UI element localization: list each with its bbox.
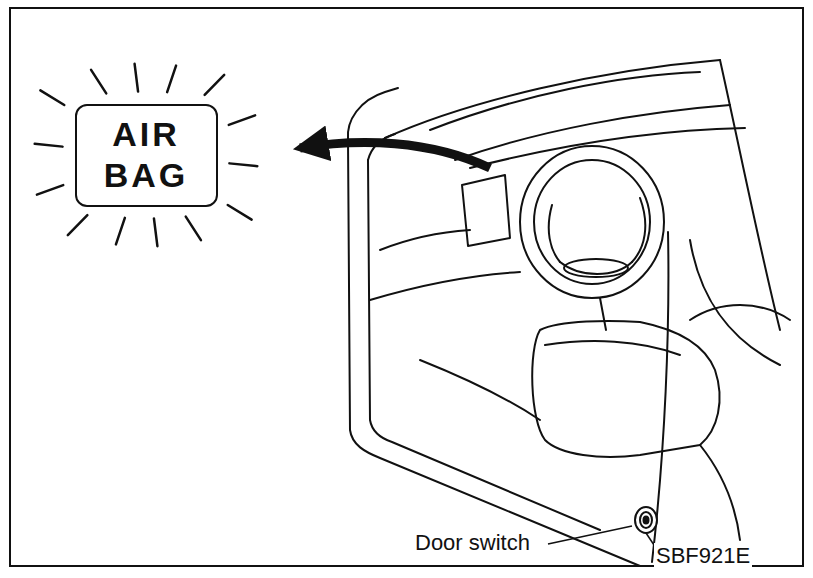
warning-lamp: AIR BAG [75, 104, 218, 207]
lamp-ray [205, 75, 225, 95]
lamp-ray [91, 70, 106, 94]
lamp-ray [228, 205, 252, 220]
door-switch-symbol [635, 507, 657, 533]
figure-code: SBF921E [654, 543, 752, 569]
lamp-rays [35, 64, 258, 246]
lamp-ray [229, 163, 257, 166]
lamp-ray [229, 115, 255, 125]
frame-border [10, 8, 803, 566]
lamp-ray [40, 90, 64, 105]
lamp-ray [35, 144, 63, 147]
lamp-ray [116, 218, 125, 245]
indication-arrow [300, 143, 490, 168]
lamp-ray [186, 217, 201, 241]
lamp-text: AIR BAG [104, 114, 189, 196]
part-name: Door switch [413, 530, 532, 556]
lamp-ray [167, 66, 176, 93]
lamp-ray [37, 185, 63, 195]
lamp-ray [135, 64, 138, 92]
leader-line [548, 526, 632, 544]
car-interior [348, 60, 790, 566]
lamp-ray [68, 215, 88, 235]
lamp-ray [154, 218, 157, 246]
